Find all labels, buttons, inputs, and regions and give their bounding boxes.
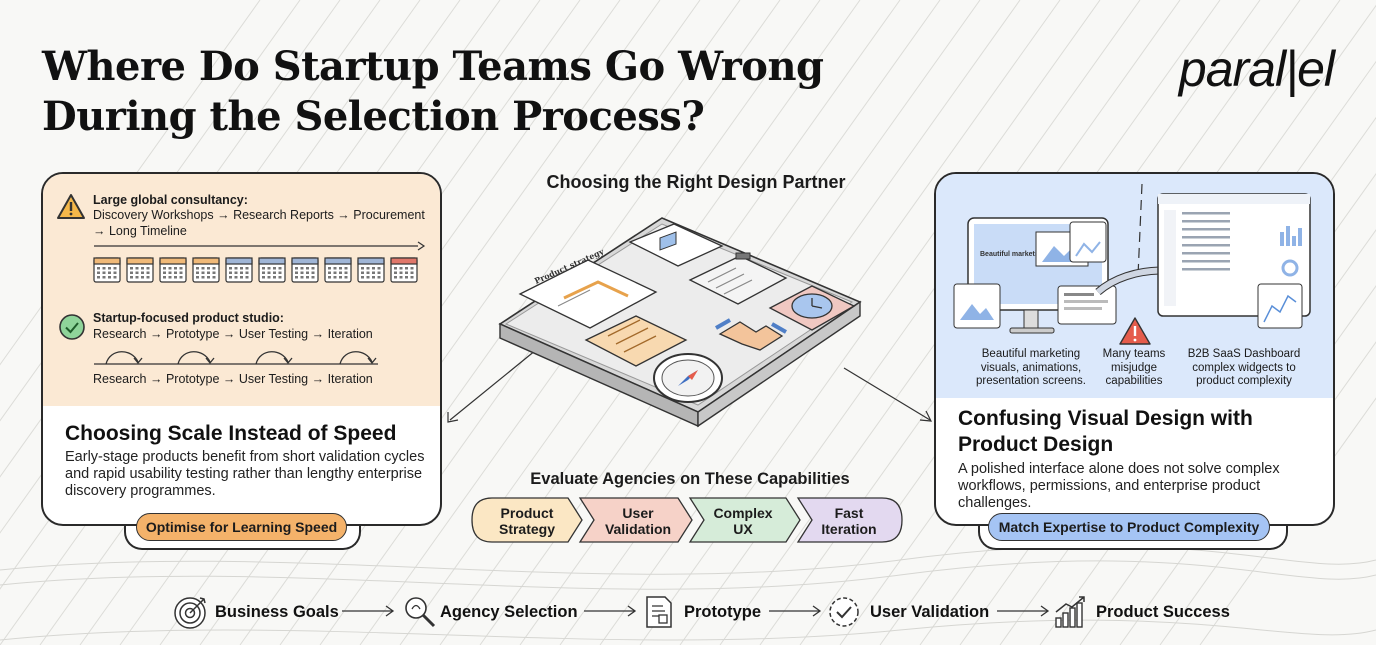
check-badge-icon [829,597,859,627]
title-line-2: During the Selection Process? [42,93,705,140]
capability-chevrons [471,497,903,543]
calendar-icon [357,257,385,283]
chevron-fast-iteration [796,497,903,543]
flow-product-success: Product Success [1096,602,1230,621]
warning-triangle-icon [57,194,85,219]
flow-business-goals: Business Goals [215,602,339,621]
page-title: Where Do Startup Teams Go Wrong During t… [42,42,862,142]
match-expertise-pill: Match Expertise to Product Complexity [988,513,1270,541]
book-with-clock [768,285,856,331]
capability-complex-ux: Complex UX [713,504,773,538]
flow-arrow-4 [997,605,1050,617]
misjudge-warning-icon [1119,317,1151,345]
document-icon [646,596,672,628]
growth-chart-icon [1055,596,1085,628]
chevron-product-strategy [471,497,583,543]
magnifier-icon [405,597,436,628]
right-panel-body: A polished interface alone does not solv… [958,461,1280,511]
dashboard-caption: B2B SaaS Dashboard complex widgects to p… [1187,348,1301,387]
wireframe-sheet [628,223,724,267]
flow-arrow-1 [342,605,395,617]
calendar-icon [126,257,154,283]
title-line-1: Where Do Startup Teams Go Wrong [42,43,824,90]
flow-arrow-2 [584,605,637,617]
flow-arrow-3 [769,605,822,617]
calendar-icon [258,257,286,283]
saas-dashboard-mock [1157,193,1311,329]
compass-icon [653,353,723,403]
chevron-complex-ux [688,497,801,543]
studio-line: Research → Prototype → User Testing → It… [93,327,373,341]
calendar-icon [291,257,319,283]
svg-text:Beautiful marketing website: Beautiful marketing website [980,251,1073,258]
handshake-icon [715,318,787,351]
marketing-monitor: Beautiful marketing website [953,217,1117,334]
consultancy-line-1: Discovery Workshops → Research Reports →… [93,208,425,222]
consultancy-heading: Large global consultancy: [93,193,248,207]
optimise-learning-pill: Optimise for Learning Speed [136,513,347,541]
left-panel-heading: Choosing Scale Instead of Speed [65,422,397,445]
clipboard [688,252,788,305]
left-panel-body: Early-stage products benefit from short … [65,449,425,499]
capability-fast-iteration: Fast Iteration [821,504,877,538]
check-circle-icon [59,314,85,340]
calendar-timeline [93,241,426,283]
calendar-icon [225,257,253,283]
calendar-icon [192,257,220,283]
capability-user-validation: User Validation [604,504,672,538]
calendar-icon [324,257,352,283]
center-title: Choosing the Right Design Partner [546,172,846,192]
target-icon [174,597,206,629]
design-partner-board-illustration: Product strategy [447,217,933,428]
calendar-icon [93,257,121,283]
capability-product-strategy: Product Strategy [498,504,556,538]
consultancy-line-2: → Long Timeline [93,224,187,238]
evaluate-title: Evaluate Agencies on These Capabilities [530,470,850,488]
studio-heading: Startup-focused product studio: [93,311,284,325]
iteration-loop-arrows [94,351,378,365]
visual-vs-product-illustration: Beautiful marketing website [953,183,1311,345]
flow-user-validation: User Validation [870,602,990,621]
calendar-icon [390,257,418,283]
left-panel [41,172,442,526]
right-panel-heading: Confusing Visual Design with Product Des… [958,407,1253,456]
misjudge-caption: Many teams misjudge capabilities [1102,348,1166,387]
flow-agency-selection: Agency Selection [440,602,578,621]
calendar-icon [159,257,187,283]
flow-prototype: Prototype [684,602,762,621]
loop-line: Research → Prototype → User Testing → It… [93,372,373,386]
user-cards [584,315,688,367]
marketing-caption: Beautiful marketing visuals, animations,… [976,348,1086,387]
left-panel-illustration [43,174,440,406]
brand-logo: paral|el [1178,41,1335,97]
chevron-user-validation [578,497,693,543]
